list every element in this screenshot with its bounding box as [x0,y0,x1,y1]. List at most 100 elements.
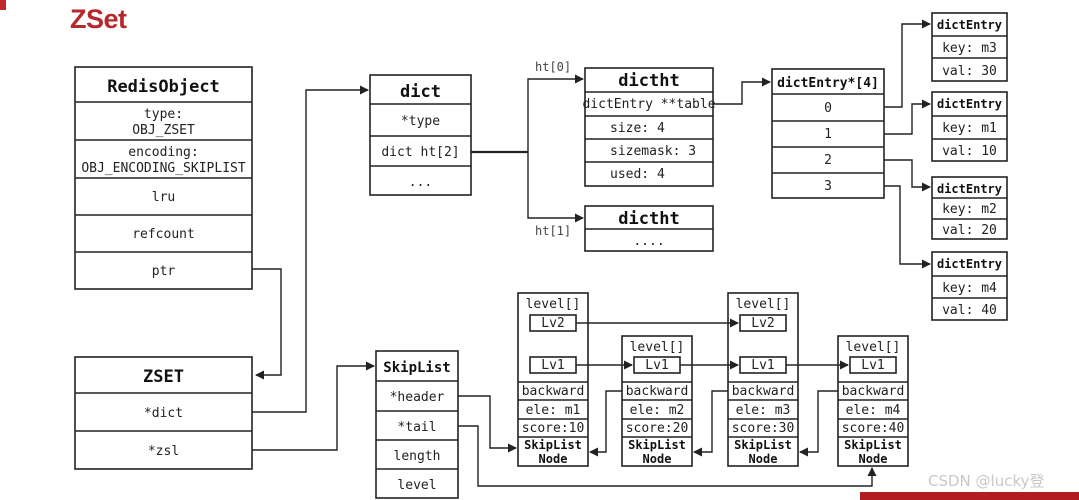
backward-field: backward [732,384,795,399]
dictht-0-table-field: dictEntry **table [582,97,715,112]
dict-entry-val: val: 40 [942,303,997,318]
dict-entry-key: key: m2 [942,202,997,217]
dictht-0-size-field: size: 4 [610,121,665,136]
lv2-label: Lv2 [541,316,564,331]
lv1-label: Lv1 [861,358,884,373]
type-value: OBJ_ZSET [132,123,195,138]
slot2-arrow [884,159,931,192]
skiplist-node-m1: level[] Lv2 Lv1 backward ele: m1 score:1… [517,292,589,467]
backward-field: backward [842,384,905,399]
refcount-field: refcount [132,227,195,242]
slot-3: 3 [824,179,832,194]
ele-field: ele: m4 [846,403,901,418]
redis-object-box: RedisObject type: OBJ_ZSET encoding: OBJ… [74,66,253,290]
dict-entry-key: key: m3 [942,41,997,56]
lv1-label: Lv1 [751,358,774,373]
dict-entry-array-header: dictEntry*[4] [777,76,879,91]
skiplist-box: SkipList *header *tail length level [375,350,459,499]
backward-field: backward [626,384,689,399]
dict-pointer-arrow [252,85,369,413]
dictht-0-header: dictht [618,71,679,91]
zsl-pointer-arrow [252,361,375,451]
backward-field: backward [522,384,585,399]
slot1-arrow [884,99,931,135]
watermark-text: CSDN @lucky登 [928,472,1045,490]
page-title: ZSet [70,4,127,34]
encoding-value: OBJ_ENCODING_SKIPLIST [81,161,246,176]
slot3-arrow [884,185,931,269]
skiplist-node-m2: level[] Lv1 backward ele: m2 score:20 Sk… [621,335,693,467]
lru-field: lru [152,190,175,205]
skiplist-node-m4: level[] Lv1 backward ele: m4 score:40 Sk… [837,335,909,467]
skiplist-frame [375,350,459,499]
dict-entry-val: val: 30 [942,64,997,79]
bottom-accent-bar [860,492,1079,500]
lv2-label: Lv2 [751,316,774,331]
zset-zsl-field: *zsl [148,444,179,459]
dictht-1-more-field: .... [633,234,664,249]
ele-field: ele: m3 [736,403,791,418]
dict-entry-val: val: 20 [942,223,997,238]
dict-more-field: ... [409,175,432,190]
type-label: type: [144,107,183,122]
dict-entry-m1: dictEntry key: m1 val: 10 [931,91,1008,162]
dictht-0-sizemask-field: sizemask: 3 [610,144,696,159]
lv1-label: Lv1 [645,358,668,373]
ht1-arrow [527,152,584,223]
score-field: score:30 [732,421,795,436]
score-field: score:10 [522,421,585,436]
node-name-line2: Node [643,452,672,466]
backward-arrow-m4 [799,390,838,457]
dict-entry-val: val: 10 [942,144,997,159]
dictht-1-box: dictht .... [584,205,714,252]
dict-entry-key: key: m1 [942,121,997,136]
score-field: score:40 [842,421,905,436]
dictht-0-frame [584,67,714,187]
dict-type-field: *type [401,114,440,129]
zset-header: ZSET [143,367,184,387]
dict-entry-frame [931,91,1008,162]
dict-entry-m3: dictEntry key: m3 val: 30 [931,12,1008,82]
skip-node-level-label: level[] [846,340,901,355]
corner-accent [0,0,6,10]
lv1-label: Lv1 [541,358,564,373]
skiplist-tail-ptr: *tail [397,420,436,435]
header-pointer-arrow [458,395,517,453]
backward-arrow-m2 [589,390,622,457]
dictht-1-header: dictht [618,209,679,229]
ht0-label: ht[0] [535,60,571,74]
zset-box: ZSET *dict *zsl [74,356,253,470]
dict-entry-header: dictEntry [937,182,1002,196]
slot0-arrow [884,19,931,108]
dict-entry-key: key: m4 [942,281,997,296]
dict-entry-m2: dictEntry key: m2 val: 20 [931,176,1008,240]
node-name-line1: SkipList [734,438,792,452]
skip-node-level-label: level[] [526,297,581,312]
dict-entry-header: dictEntry [937,97,1002,111]
dictht-0-used-field: used: 4 [610,167,665,182]
dict-header: dict [400,82,441,102]
skip-node-level-label: level[] [630,340,685,355]
skiplist-level: level [397,478,436,493]
redis-object-header: RedisObject [107,77,220,97]
skip-node-level-label: level[] [736,297,791,312]
dict-entry-m4: dictEntry key: m4 val: 40 [931,251,1008,321]
skiplist-node-m3: level[] Lv2 Lv1 backward ele: m3 score:3… [727,292,799,467]
skiplist-length: length [394,449,441,464]
node-name-line1: SkipList [844,438,902,452]
ele-field: ele: m1 [526,403,581,418]
dict-entry-frame [931,251,1008,321]
dictht-0-box: dictht dictEntry **table size: 4 sizemas… [582,67,716,187]
dict-entry-frame [931,176,1008,240]
encoding-label: encoding: [128,145,198,160]
node-name-line1: SkipList [628,438,686,452]
lv1-slot [849,356,897,374]
ht1-label: ht[1] [535,224,571,238]
backward-arrow-m3 [693,390,728,457]
ht0-arrow [527,74,584,152]
zset-frame [74,356,253,470]
ptr-field: ptr [152,264,176,279]
dict-entry-array-box: dictEntry*[4] 0 1 2 3 [771,68,885,199]
tail-pointer-arrow [458,425,877,487]
node-name-line1: SkipList [524,438,582,452]
